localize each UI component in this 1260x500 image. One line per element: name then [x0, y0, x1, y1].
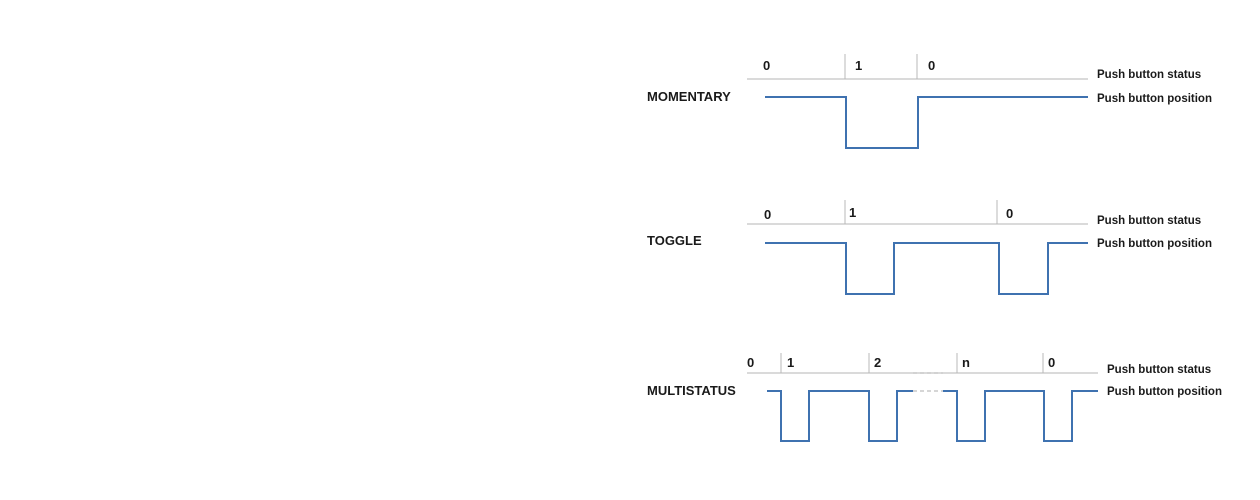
- status-legend-label: Push button status: [1097, 69, 1201, 81]
- state-label: 0: [1048, 355, 1055, 370]
- state-label: 0: [763, 58, 770, 73]
- state-label: 0: [764, 207, 771, 222]
- position-waveform: [765, 96, 1088, 149]
- status-legend-label: Push button status: [1097, 215, 1201, 227]
- position-waveform: [765, 242, 1088, 295]
- mode-label-multistatus: MULTISTATUS: [647, 383, 736, 398]
- state-label: 0: [928, 58, 935, 73]
- state-label: n: [962, 355, 970, 370]
- state-label: 1: [787, 355, 794, 370]
- mode-label-momentary: MOMENTARY: [647, 89, 731, 104]
- position-waveform: [767, 390, 913, 442]
- position-legend-label: Push button position: [1097, 93, 1212, 105]
- state-label: 1: [855, 58, 862, 73]
- position-legend-label: Push button position: [1097, 238, 1212, 250]
- state-label: 2: [874, 355, 881, 370]
- multistatus-diagram: MULTISTATUS 0 1 2 n 0 Push button status…: [647, 353, 1222, 442]
- mode-label-toggle: TOGGLE: [647, 233, 702, 248]
- state-label: 0: [1006, 206, 1013, 221]
- state-label: 1: [849, 205, 856, 220]
- state-label: 0: [747, 355, 754, 370]
- momentary-diagram: MOMENTARY 0 1 0 Push button status Push …: [647, 54, 1212, 149]
- position-legend-label: Push button position: [1107, 386, 1222, 398]
- status-legend-label: Push button status: [1107, 364, 1211, 376]
- toggle-diagram: TOGGLE 0 1 0 Push button status Push but…: [647, 200, 1212, 295]
- position-waveform: [943, 390, 1098, 442]
